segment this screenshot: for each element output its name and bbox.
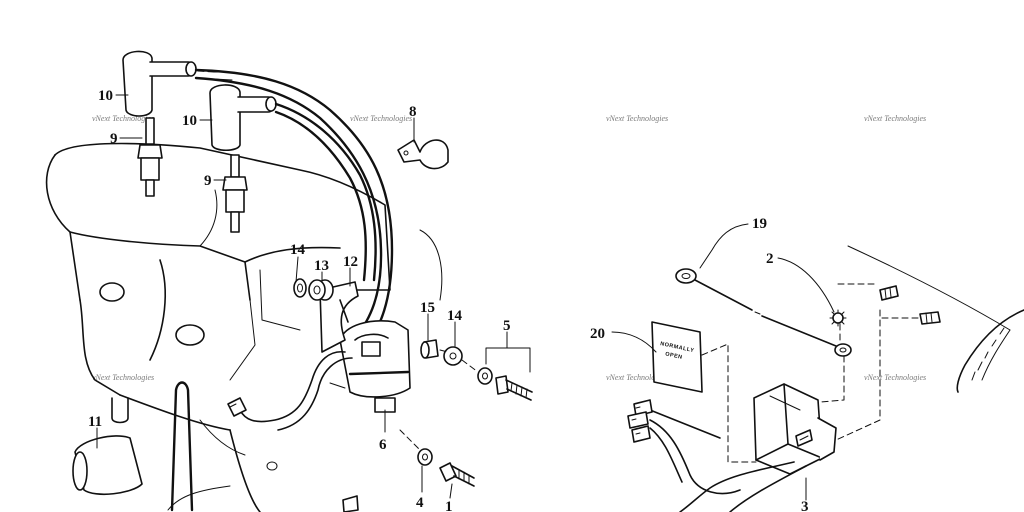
- watermark-text: vNext Technologies: [606, 114, 668, 123]
- callout-2: 2: [766, 251, 774, 267]
- callout-15: 15: [420, 300, 435, 316]
- spark-plug-right: [222, 154, 248, 233]
- spacer-13: [308, 279, 334, 301]
- ignition-coil: [319, 281, 411, 413]
- cover-11: [72, 435, 143, 496]
- engine-block: [45, 142, 443, 512]
- callout-14: 14: [447, 308, 463, 324]
- washer-5: [477, 367, 493, 385]
- ground-strap: [675, 268, 852, 357]
- spark-plug-cap-right: [209, 84, 277, 152]
- callout-leaders-right: [611, 223, 835, 501]
- callout-6: 6: [379, 437, 387, 453]
- switch-module: [753, 383, 837, 475]
- callout-leaders-left: [96, 94, 531, 499]
- watermark-text: vNext Technologies: [864, 373, 926, 382]
- washer-14-left: [293, 278, 307, 298]
- high-tension-leads: [194, 68, 394, 347]
- assembly-lines-right: [701, 283, 919, 463]
- callout-5: 5: [503, 318, 511, 334]
- callout-9: 9: [110, 131, 118, 147]
- callout-20: 20: [590, 326, 605, 342]
- callout-8: 8: [409, 104, 417, 120]
- assembly-lines-left: [167, 70, 479, 511]
- hood-outline: [847, 245, 1024, 393]
- callouts-left: 10 10 9 9 8 14 13 12 15 14 5 6 4 1 11: [88, 88, 511, 512]
- lead-clamp: [397, 139, 449, 170]
- callout-19: 19: [752, 216, 767, 232]
- spark-plug-left: [137, 117, 163, 197]
- washer-4: [417, 448, 433, 466]
- watermark-text: vNext Technologies: [92, 114, 154, 123]
- watermark-text: vNext Technologies: [350, 114, 412, 123]
- screw-upper: [879, 285, 899, 301]
- callout-9: 9: [204, 173, 212, 189]
- bolt-1: [439, 462, 475, 487]
- coil-lead-wire: [227, 351, 359, 512]
- washer-14-right: [443, 346, 463, 366]
- spark-plug-cap-left: [122, 50, 197, 117]
- spacer-15: [420, 339, 439, 359]
- callout-13: 13: [314, 258, 329, 274]
- bolt-5: [495, 375, 533, 401]
- watermark-text: vNext Technologies: [606, 373, 668, 382]
- normally-open-decal: NORMALLY OPEN: [651, 321, 703, 393]
- watermark-text: vNext Technologies: [92, 373, 154, 382]
- callout-3: 3: [801, 499, 809, 512]
- callout-10: 10: [182, 113, 197, 129]
- decal-text: OPEN: [665, 351, 683, 361]
- watermarks: vNext Technologies vNext Technologies vN…: [92, 114, 926, 382]
- callout-1: 1: [445, 499, 453, 512]
- callout-12: 12: [343, 254, 358, 270]
- callout-11: 11: [88, 414, 102, 430]
- screw-lower: [919, 311, 941, 325]
- callouts-right: 19 2 20 3: [590, 216, 809, 512]
- callout-10: 10: [98, 88, 113, 104]
- callout-4: 4: [416, 495, 424, 511]
- watermark-text: vNext Technologies: [864, 114, 926, 123]
- star-washer: [829, 309, 847, 327]
- switch-wires: [627, 399, 807, 512]
- callout-14: 14: [290, 242, 306, 258]
